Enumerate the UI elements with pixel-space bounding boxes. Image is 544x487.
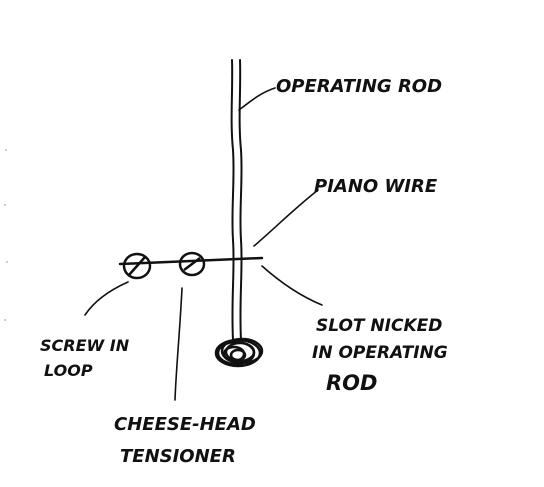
leader-operating-rod xyxy=(238,87,276,111)
leader-lines xyxy=(84,87,323,401)
label-slot-line3: ROD xyxy=(326,371,377,395)
cheese-head-screw xyxy=(178,251,206,277)
label-screw-line2: LOOP xyxy=(44,361,93,380)
label-slot-line2: IN OPERATING xyxy=(312,343,448,363)
paper-specks xyxy=(4,149,8,321)
leader-screw-loop xyxy=(84,281,129,316)
label-screw-line1: SCREW IN xyxy=(40,336,130,355)
leader-piano-wire xyxy=(253,189,319,247)
label-slot-line1: SLOT NICKED xyxy=(316,316,442,336)
label-cheese-line2: TENSIONER xyxy=(120,446,236,467)
wire-coil xyxy=(214,337,264,368)
screw-in-loop xyxy=(122,252,152,280)
operating-rod xyxy=(230,59,243,341)
label-piano-wire: PIANO WIRE xyxy=(314,176,438,197)
label-cheese-line1: CHEESE-HEAD xyxy=(114,414,256,435)
piano-wire xyxy=(118,256,264,266)
leader-cheese-head xyxy=(174,287,183,401)
label-operating-rod: OPERATING ROD xyxy=(276,76,442,97)
leader-slot xyxy=(261,265,323,306)
